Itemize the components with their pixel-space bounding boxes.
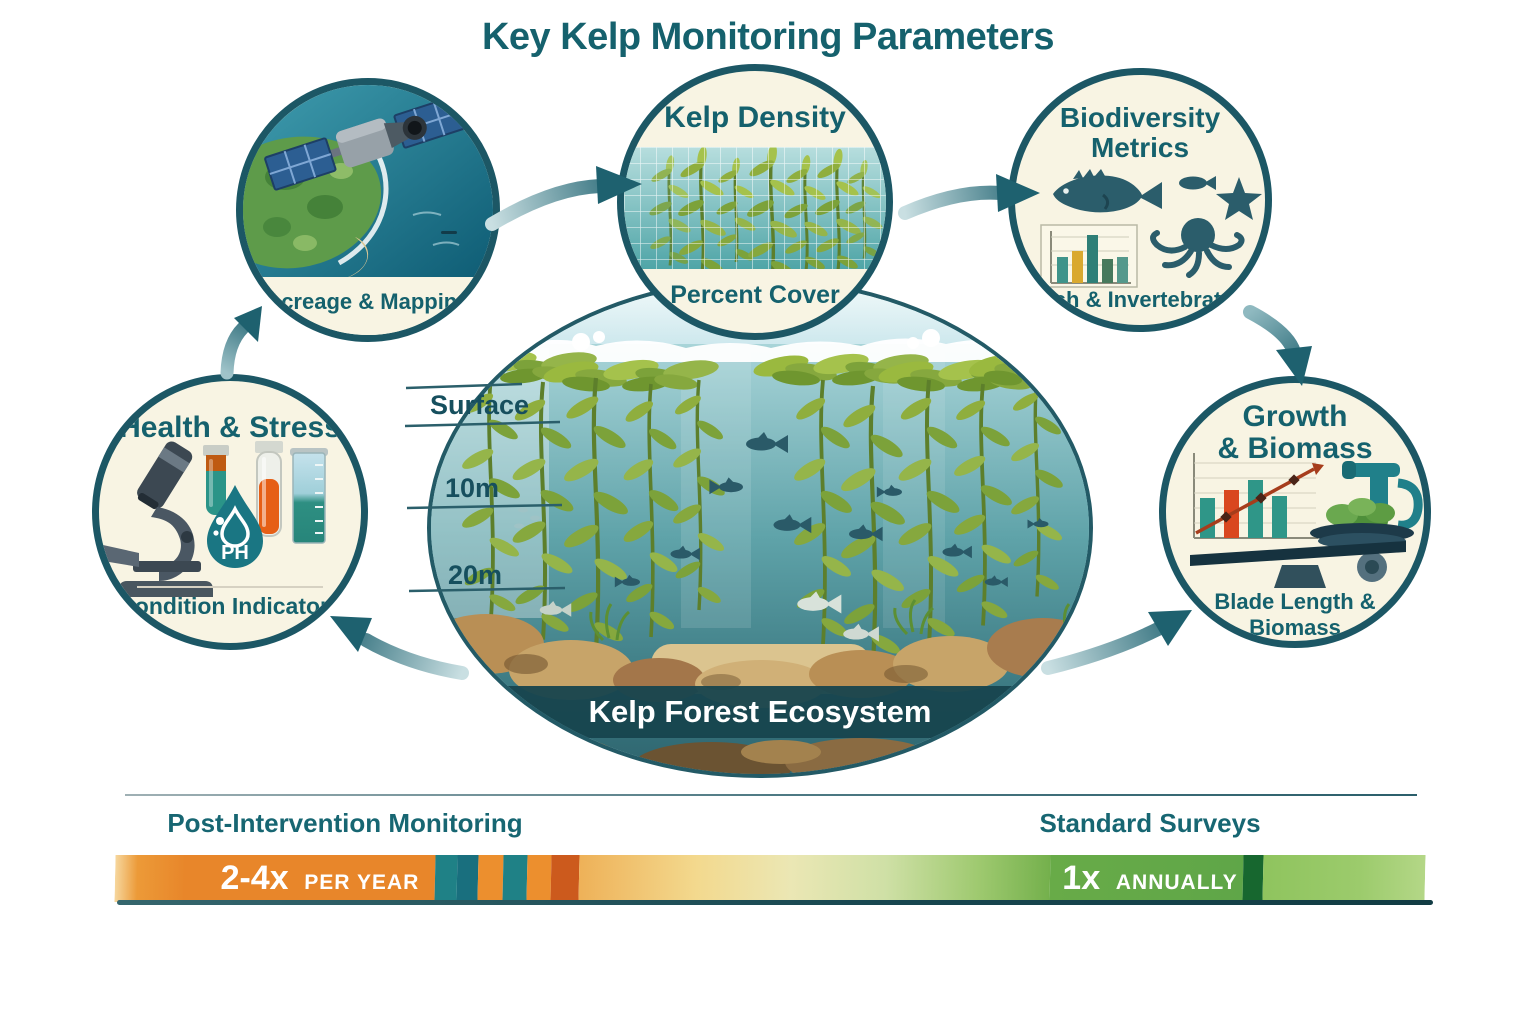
node-kelp-density: Kelp Density xyxy=(617,64,893,340)
lower-rocks xyxy=(481,736,1071,774)
boat xyxy=(441,231,457,234)
test-tube-icon xyxy=(255,441,283,537)
timeline-left-heading: Post-Intervention Monitoring xyxy=(167,808,523,838)
acreage-caption-band: Acreage & Mapping xyxy=(243,277,493,335)
microscope-icon xyxy=(103,441,213,597)
test-tube-icon xyxy=(203,445,229,515)
arrow-center-to-growth xyxy=(1041,622,1165,675)
fish-icon xyxy=(1053,169,1162,213)
coast-surf-line xyxy=(337,145,389,266)
node-health-stress: Health & Stress xyxy=(92,374,368,650)
small-fish-icon xyxy=(1179,176,1216,190)
frequency-right-unit: ANNUALLY xyxy=(1115,871,1238,894)
segment-orange xyxy=(526,855,552,902)
segment-gradient xyxy=(578,855,1051,902)
growth-caption: Blade Length & Biomass xyxy=(1214,589,1376,640)
timeline-base-line xyxy=(117,900,1433,905)
arrow-density-to-biodiversity xyxy=(898,185,1007,220)
frequency-left-unit: PER YEAR xyxy=(304,871,420,894)
biodiversity-title: Biodiversity Metrics xyxy=(1015,103,1265,163)
growth-title: Growth & Biomass xyxy=(1166,401,1424,465)
octopus-icon xyxy=(1150,218,1245,278)
mini-bar-chart-icon xyxy=(1040,224,1138,288)
arrow-center-to-health xyxy=(359,633,469,680)
ph-label: PH xyxy=(221,542,249,564)
kelp-density-caption: Percent Cover xyxy=(670,281,840,309)
page-title: Key Kelp Monitoring Parameters xyxy=(481,16,1055,58)
acreage-caption: Acreage & Mapping xyxy=(265,289,471,314)
growth-title-line2: & Biomass xyxy=(1217,432,1373,465)
beach xyxy=(343,237,369,279)
growth-icons xyxy=(1190,453,1423,588)
kelp-forest-scene: Kelp Forest Ecosystem xyxy=(431,282,1089,774)
node-biodiversity-metrics: Biodiversity Metrics xyxy=(1008,68,1272,332)
frequency-left-value: 2-4x xyxy=(220,859,290,897)
biodiversity-title-line1: Biodiversity xyxy=(1059,102,1221,133)
timeline-bar: 2-4x PER YEAR 1x ANNUALLY xyxy=(114,855,1426,902)
frequency-right-value: 1x xyxy=(1062,859,1101,897)
kelp-density-title: Kelp Density xyxy=(664,101,846,134)
scale-with-kelp-icon xyxy=(1310,461,1423,582)
node-acreage-mapping: Acreage & Mapping xyxy=(236,78,500,342)
survey-grid-icon xyxy=(624,147,886,269)
growth-bar-chart-icon xyxy=(1193,453,1324,539)
health-icons: PH xyxy=(103,441,328,597)
frequency-left-label: 2-4x PER YEAR xyxy=(169,855,470,902)
frequency-right-label: 1x ANNUALLY xyxy=(1014,855,1285,902)
segment-teal xyxy=(502,855,528,902)
ecosystem-label: Kelp Forest Ecosystem xyxy=(589,694,932,729)
biodiversity-icons xyxy=(1040,169,1262,288)
health-title: Health & Stress xyxy=(119,411,341,444)
arrow-acreage-to-density xyxy=(485,179,607,231)
segment-light-green xyxy=(1262,855,1426,902)
health-caption: Condition Indicators xyxy=(118,593,342,619)
node-growth-biomass: Growth & Biomass xyxy=(1159,376,1431,648)
segment-orange xyxy=(477,855,504,902)
starfish-icon xyxy=(1216,177,1262,220)
scale-beam xyxy=(1190,541,1406,566)
segment-dark-orange xyxy=(550,855,580,902)
growth-title-line1: Growth xyxy=(1242,400,1348,433)
scale-fulcrum xyxy=(1274,565,1326,588)
graduated-cylinder-icon xyxy=(290,448,328,544)
rocky-sea-floor xyxy=(431,599,1089,708)
satellite-coastline-illustration xyxy=(243,85,493,281)
biodiversity-caption: Fish & Invertebrates xyxy=(1034,287,1246,312)
timeline-right-heading: Standard Surveys xyxy=(1039,808,1261,838)
kelp-grid-illustration xyxy=(624,147,886,269)
ph-droplet-icon: PH xyxy=(207,485,263,568)
biodiversity-title-line2: Metrics xyxy=(1090,132,1190,163)
satellite-icon xyxy=(264,95,466,191)
kelp-forest-ecosystem-illustration: Kelp Forest Ecosystem xyxy=(427,278,1093,778)
timeline-divider-line xyxy=(125,794,1417,796)
arrow-health-to-acreage xyxy=(220,321,250,380)
